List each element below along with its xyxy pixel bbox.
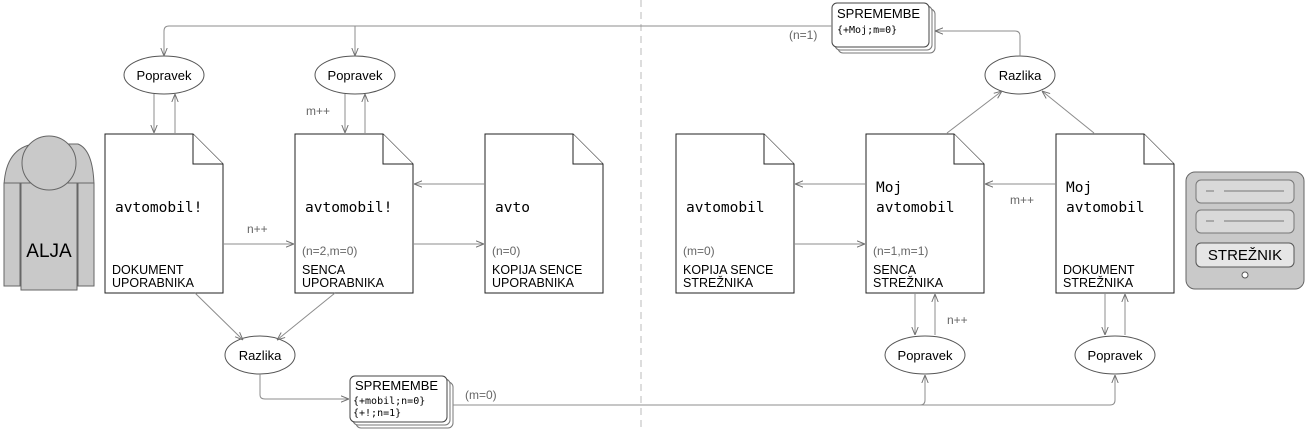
server-document-text-line2: avtomobil — [1066, 200, 1145, 216]
user-shadow-title-1: SENCA — [302, 263, 346, 277]
server-copy-document: avtomobil (m=0) KOPIJA SENCE STREŽNIKA — [675, 133, 795, 294]
svg-text:Popravek: Popravek — [137, 68, 192, 83]
annotation-m-eq-0: (m=0) — [465, 388, 497, 402]
server-shadow-title-2: STREŽNIKA — [873, 275, 944, 290]
edits-top-line1: {+Moj;m=0} — [837, 25, 897, 36]
user-label: ALJA — [26, 241, 72, 262]
svg-text:Popravek: Popravek — [328, 68, 383, 83]
patch-node-user-doc: Popravek — [123, 55, 205, 95]
server-copy-title-2: STREŽNIKA — [683, 275, 754, 290]
user-document-text: avtomobil! — [115, 200, 202, 216]
server-document: Moj avtomobil DOKUMENT STREŽNIKA — [1055, 133, 1175, 294]
user-shadow-text: avtomobil! — [305, 200, 392, 216]
annotation-m-inc-server: m++ — [1010, 193, 1034, 207]
user-shadow-document: avtomobil! (n=2,m=0) SENCA UPORABNIKA — [294, 133, 414, 294]
server-shadow-text-line1: Moj — [876, 180, 902, 196]
user-icon: ALJA — [3, 135, 95, 291]
server-copy-text: avtomobil — [686, 200, 765, 216]
user-copy-text: avto — [495, 200, 530, 216]
user-document-title-1: DOKUMENT — [112, 263, 184, 277]
server-copy-counters: (m=0) — [683, 244, 715, 258]
user-document-title-2: UPORABNIKA — [112, 276, 195, 290]
edits-bottom-line1: {+mobil;n=0} — [353, 396, 425, 407]
server-document-text-line1: Moj — [1066, 180, 1092, 196]
server-shadow-text-line2: avtomobil — [876, 200, 955, 216]
connectors — [154, 25, 1125, 406]
annotation-m-inc-client: m++ — [306, 104, 330, 118]
server-icon: STREŽNIK — [1185, 171, 1305, 290]
user-copy-document: avto (n=0) KOPIJA SENCE UPORABNIKA — [484, 133, 604, 294]
user-shadow-title-2: UPORABNIKA — [302, 276, 385, 290]
svg-text:Popravek: Popravek — [1088, 348, 1143, 363]
server-shadow-title-1: SENCA — [873, 263, 917, 277]
edits-stack-top: SPREMEMBE {+Moj;m=0} — [831, 2, 936, 54]
user-copy-counters: (n=0) — [492, 244, 520, 258]
patch-node-server-doc: Popravek — [1074, 335, 1156, 375]
edits-bottom-line2: {+!;n=1} — [353, 408, 401, 419]
server-shadow-counters: (n=1,m=1) — [873, 244, 928, 258]
annotation-n-inc-server: n++ — [947, 313, 968, 327]
annotation-n-eq-1: (n=1) — [789, 28, 817, 42]
user-document: avtomobil! DOKUMENT UPORABNIKA — [104, 133, 224, 294]
diff-node-client: Razlika — [224, 335, 296, 375]
svg-text:Razlika: Razlika — [239, 348, 282, 363]
server-copy-title-1: KOPIJA SENCE — [683, 263, 773, 277]
svg-text:Popravek: Popravek — [898, 348, 953, 363]
user-copy-title-2: UPORABNIKA — [492, 276, 575, 290]
edits-bottom-title: SPREMEMBE — [355, 378, 438, 393]
server-document-title-2: STREŽNIKA — [1063, 275, 1134, 290]
server-shadow-document: Moj avtomobil (n=1,m=1) SENCA STREŽNIKA — [865, 133, 985, 294]
svg-text:Razlika: Razlika — [999, 68, 1042, 83]
user-shadow-counters: (n=2,m=0) — [302, 244, 357, 258]
user-copy-title-1: KOPIJA SENCE — [492, 263, 582, 277]
patch-node-user-shadow: Popravek — [314, 55, 396, 95]
edits-stack-bottom: SPREMEMBE {+mobil;n=0} {+!;n=1} — [349, 375, 454, 429]
annotation-n-inc-client: n++ — [247, 222, 268, 236]
edits-top-title: SPREMEMBE — [837, 6, 920, 21]
patch-node-server-shadow: Popravek — [884, 335, 966, 375]
server-document-title-1: DOKUMENT — [1063, 263, 1135, 277]
server-label: STREŽNIK — [1208, 247, 1282, 264]
diff-node-server: Razlika — [984, 55, 1056, 95]
